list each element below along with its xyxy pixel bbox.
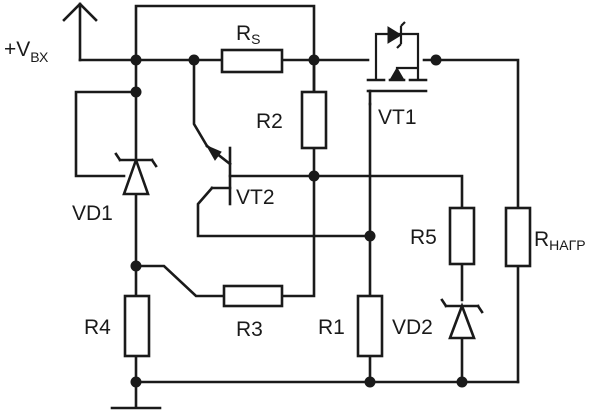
vt2-top-lead bbox=[192, 58, 209, 148]
resistor-r2 bbox=[300, 90, 328, 150]
mosfet-vt1 bbox=[366, 21, 428, 106]
label-r4: R4 bbox=[84, 316, 111, 339]
transistor-vt2 bbox=[205, 144, 232, 206]
label-vin: +VВХ bbox=[4, 38, 49, 65]
vt2-collector-lead bbox=[196, 186, 372, 238]
labels: +VВХ RS R2 R3 R4 R1 R5 RНАГР VD1 VD2 VT1… bbox=[4, 22, 586, 341]
rail-top-right bbox=[422, 58, 520, 210]
junction-rail-left bbox=[130, 54, 142, 66]
junctions bbox=[130, 54, 468, 388]
label-r3: R3 bbox=[236, 318, 263, 341]
top-loop bbox=[134, 4, 316, 94]
junction-r2-bottom bbox=[308, 170, 320, 182]
vd1-bar bbox=[114, 152, 158, 168]
label-rload: RНАГР bbox=[534, 228, 586, 253]
label-r2: R2 bbox=[256, 110, 283, 133]
label-r1: R1 bbox=[318, 316, 345, 339]
vd1-triangle bbox=[122, 156, 150, 196]
vd1-loop bbox=[74, 90, 138, 178]
resistor-r3 bbox=[222, 284, 284, 308]
resistor-rload bbox=[504, 206, 532, 268]
label-r5: R5 bbox=[410, 226, 437, 249]
junction-vd1-top bbox=[130, 86, 142, 98]
resistor-rs bbox=[220, 48, 284, 74]
label-vt1: VT1 bbox=[378, 106, 417, 129]
resistor-r5 bbox=[448, 206, 476, 266]
input-arrow bbox=[62, 2, 98, 62]
resistor-r1 bbox=[356, 294, 384, 358]
junction-rail-r2 bbox=[308, 54, 320, 66]
vd2-bar bbox=[440, 298, 484, 314]
junction-rail-vt2 bbox=[188, 54, 200, 66]
vt1-substrate-arrow bbox=[389, 67, 405, 81]
label-rs: RS bbox=[236, 22, 261, 47]
wires bbox=[62, 2, 520, 410]
label-vd1: VD1 bbox=[72, 202, 113, 225]
zener-vd1 bbox=[114, 152, 158, 196]
vt2-emitter-arrow bbox=[205, 144, 222, 161]
resistor-r4 bbox=[123, 294, 151, 358]
junction-ground-r1 bbox=[364, 376, 376, 388]
junction-ground-left bbox=[130, 376, 142, 388]
label-vt2: VT2 bbox=[236, 186, 275, 209]
r3-left-lead bbox=[134, 264, 226, 298]
gate-to-r5 bbox=[312, 174, 464, 210]
junction-rail-right bbox=[430, 54, 442, 66]
vd2-triangle bbox=[448, 302, 476, 340]
junction-ground-vd2 bbox=[456, 376, 468, 388]
junction-r4-top bbox=[130, 260, 142, 272]
vt1-diode-bar bbox=[396, 21, 406, 49]
vt1-diode-triangle bbox=[387, 26, 402, 44]
zener-vd2 bbox=[440, 298, 484, 340]
junction-gate bbox=[364, 230, 376, 242]
vt1-drain-source bbox=[374, 60, 420, 80]
label-vd2: VD2 bbox=[392, 316, 433, 339]
